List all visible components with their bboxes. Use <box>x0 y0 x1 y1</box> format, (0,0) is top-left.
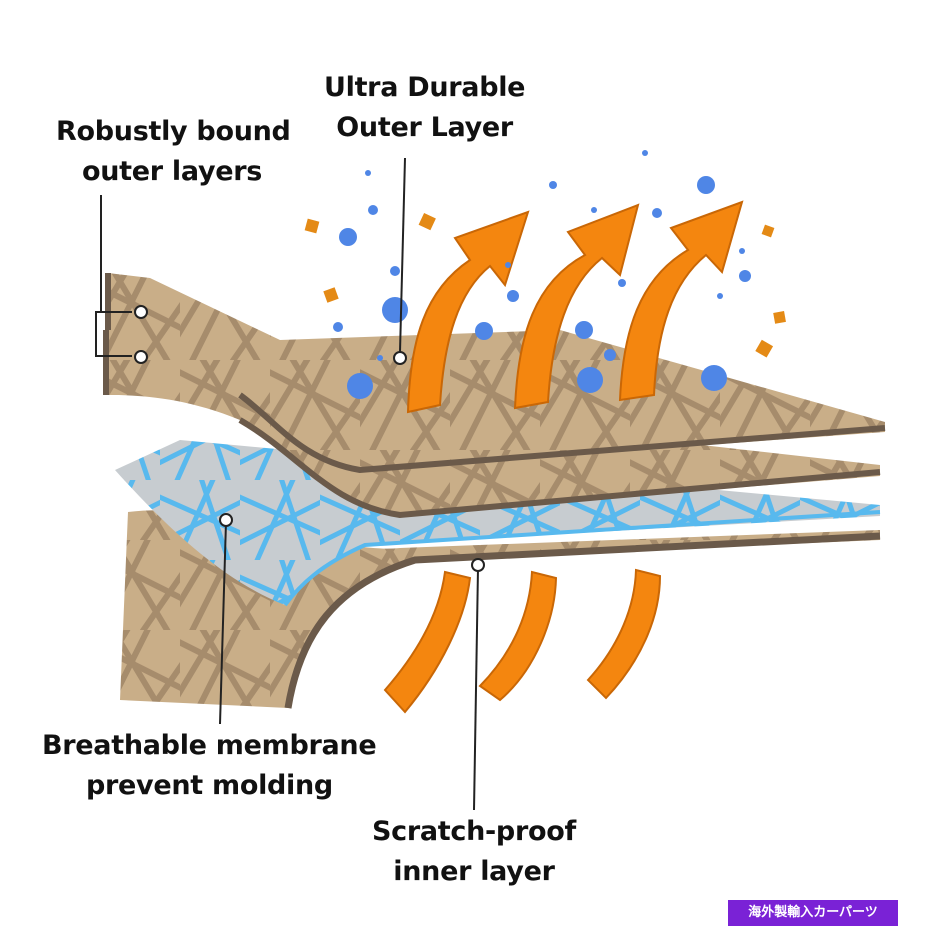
heat-arrow-2 <box>478 570 558 702</box>
label-ultra-durable: Ultra Durable Outer Layer <box>324 68 525 148</box>
leader-breathable <box>219 521 227 725</box>
leader-scratch <box>473 567 479 811</box>
label-robustly-bound-line-1: Robustly bound <box>56 116 291 147</box>
heat-arrows-upper <box>406 200 744 414</box>
heat-arrow-1 <box>383 570 472 714</box>
leader-robust <box>95 195 132 357</box>
membrane-layer <box>115 440 880 605</box>
leader-lines <box>95 157 479 811</box>
heat-arrow-4 <box>406 210 530 414</box>
middle-outer-layer <box>106 322 880 515</box>
watermark-badge: 海外製輸入カーパーツ <box>728 900 898 926</box>
label-robustly-bound-line-2: outer layers <box>82 156 263 187</box>
heat-arrow-6 <box>618 200 744 402</box>
top-outer-layer <box>106 273 885 470</box>
label-ultra-durable-line-1: Ultra Durable <box>324 72 526 103</box>
label-scratch-proof: Scratch-proof inner layer <box>372 812 576 892</box>
label-ultra-durable-line-2: Outer Layer <box>336 112 513 143</box>
label-breathable-line-2: prevent molding <box>86 770 333 801</box>
label-scratch-proof-line-2: inner layer <box>393 856 555 887</box>
label-robustly-bound: Robustly bound outer layers <box>56 112 291 192</box>
heat-arrows-lower <box>383 568 662 714</box>
left-flap-edges <box>103 273 111 395</box>
leader-ultra <box>399 157 406 353</box>
dirt-particles <box>304 213 786 358</box>
label-breathable-line-1: Breathable membrane <box>42 730 377 761</box>
middle-layer-edge <box>238 417 881 519</box>
label-scratch-proof-line-1: Scratch-proof <box>372 816 576 847</box>
label-breathable-membrane: Breathable membrane prevent molding <box>42 726 377 806</box>
inner-layer-edge <box>284 532 881 709</box>
heat-arrow-3 <box>586 568 662 700</box>
membrane-edge <box>283 510 881 607</box>
top-layer-edge <box>238 392 886 474</box>
leader-dots <box>134 305 485 572</box>
heat-arrow-5 <box>513 203 640 410</box>
